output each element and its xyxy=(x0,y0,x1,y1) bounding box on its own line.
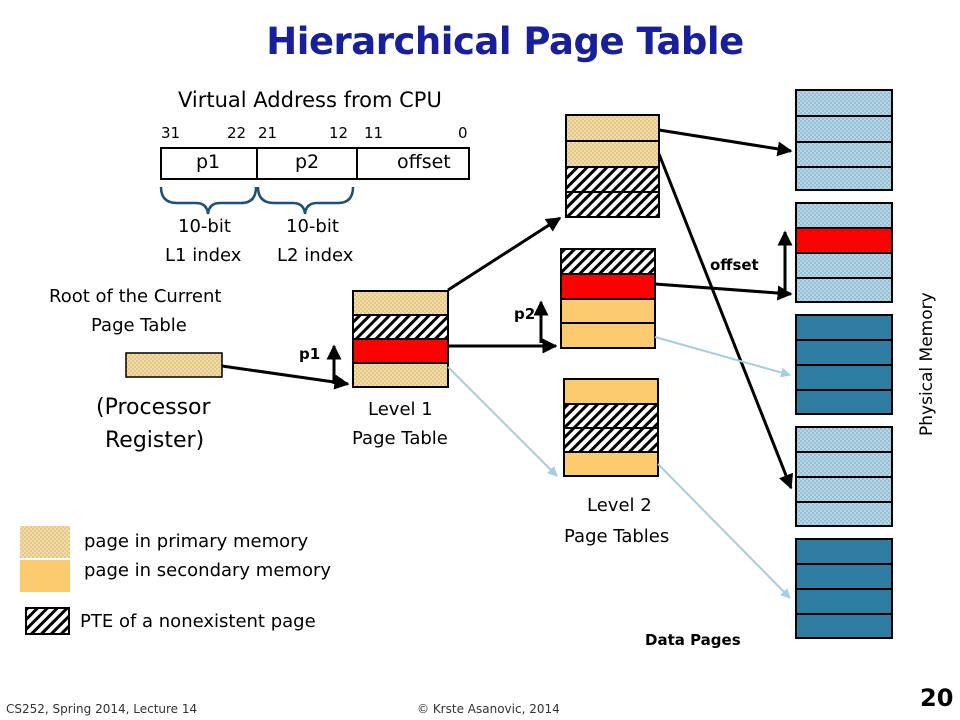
l1-index-brace xyxy=(159,186,258,215)
legend-secondary-label: page in secondary memory xyxy=(84,560,332,581)
level2-table-top xyxy=(565,114,660,218)
p2-label: p2 xyxy=(514,305,536,323)
data-page-3 xyxy=(795,314,893,415)
legend-nonexistent-label: PTE of a nonexistent page xyxy=(80,611,316,632)
root-label-1: Root of the Current xyxy=(49,286,222,307)
legend-secondary-swatch xyxy=(20,560,70,592)
level1-label-2: Page Table xyxy=(352,428,448,449)
bit-22: 22 xyxy=(227,124,247,142)
offset-label: offset xyxy=(710,256,759,274)
page-title: Hierarchical Page Table xyxy=(266,20,744,63)
field-p2: p2 xyxy=(295,151,320,173)
bit-11: 11 xyxy=(364,124,384,142)
level1-label-1: Level 1 xyxy=(368,399,433,420)
legend-primary-swatch xyxy=(20,526,70,558)
l2-index-brace xyxy=(256,186,355,215)
root-register-box xyxy=(125,352,223,378)
field-offset: offset xyxy=(397,151,451,173)
legend-primary-label: page in primary memory xyxy=(84,531,309,552)
l2-index-label-1: 10-bit xyxy=(286,216,339,237)
data-page-4 xyxy=(795,426,893,527)
level2-table-bottom xyxy=(563,378,659,477)
legend-nonexistent-swatch xyxy=(25,607,70,635)
pointer-arrows xyxy=(221,128,794,490)
physical-memory-label: Physical Memory xyxy=(917,292,937,436)
va-heading: Virtual Address from CPU xyxy=(178,88,442,112)
page-number: 20 xyxy=(920,684,954,712)
data-page-5 xyxy=(795,538,893,639)
l2-index-label-2: L2 index xyxy=(277,245,354,266)
register-label-2: Register) xyxy=(105,428,205,453)
level2-label-2: Page Tables xyxy=(564,526,670,547)
footer-course: CS252, Spring 2014, Lecture 14 xyxy=(6,702,198,716)
root-label-2: Page Table xyxy=(91,315,187,336)
data-pages-label: Data Pages xyxy=(645,631,741,649)
l1-index-label-2: L1 index xyxy=(165,245,242,266)
level1-page-table xyxy=(352,290,449,388)
p1-label: p1 xyxy=(299,345,321,363)
data-page-2 xyxy=(795,202,893,303)
virtual-address-bar xyxy=(160,147,470,180)
bit-31: 31 xyxy=(161,124,181,142)
footer-copyright: © Krste Asanovic, 2014 xyxy=(417,702,560,716)
level2-label-1: Level 2 xyxy=(587,495,652,516)
level2-table-middle xyxy=(560,248,656,349)
data-page-1 xyxy=(795,89,893,191)
register-label-1: (Processor xyxy=(96,395,211,420)
bit-0: 0 xyxy=(458,124,468,142)
l1-index-label-1: 10-bit xyxy=(178,216,231,237)
secondary-arrows xyxy=(447,336,791,599)
field-p1: p1 xyxy=(196,151,221,173)
bit-21: 21 xyxy=(258,124,278,142)
bit-12: 12 xyxy=(329,124,349,142)
